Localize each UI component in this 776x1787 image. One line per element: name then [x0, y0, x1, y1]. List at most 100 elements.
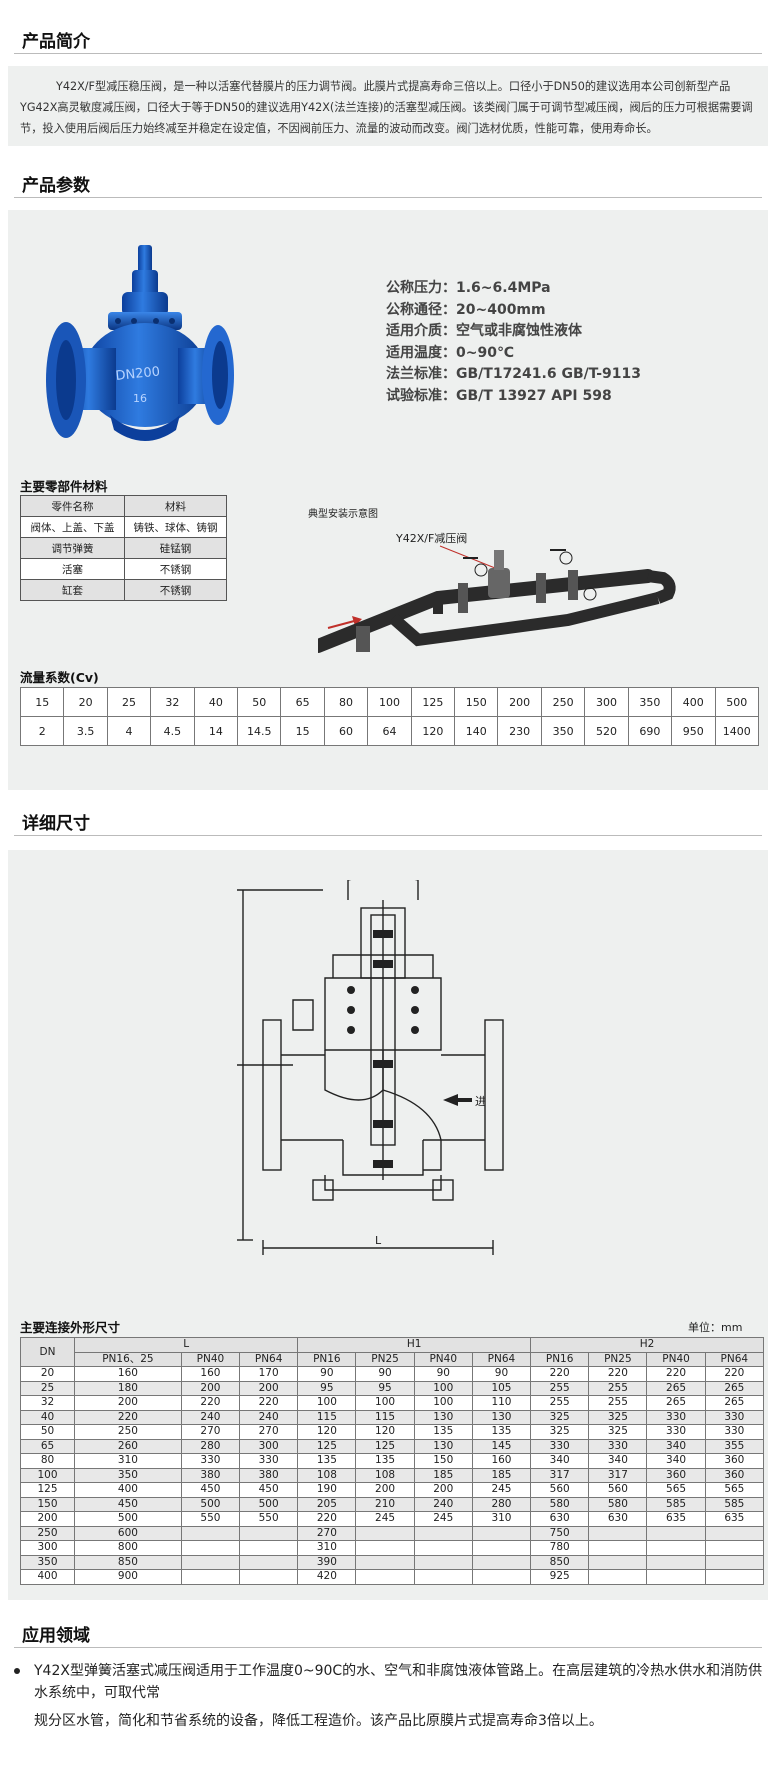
inlet-label: 进: [475, 1095, 486, 1108]
table-cell: 80: [20, 1453, 75, 1469]
table-cell: [588, 1569, 648, 1585]
table-cell: 115: [355, 1409, 415, 1425]
table-cell: 450: [239, 1482, 299, 1498]
table-cell: [646, 1554, 706, 1570]
params-panel: DN200 16 公称压力：1.6~6.4MPa 公称通径：20~400mm 适…: [8, 210, 768, 790]
table-cell: 4: [106, 716, 152, 746]
table-cell: [180, 1540, 241, 1556]
table-cell: 690: [627, 716, 673, 746]
table-cell: 95: [297, 1380, 357, 1396]
table-cell: 4.5: [150, 716, 195, 746]
table-cell: [413, 1540, 473, 1556]
table-cell: 560: [588, 1482, 648, 1498]
table-cell: [471, 1569, 532, 1585]
table-row: 活塞 不锈钢: [20, 558, 227, 580]
table-cell: 950: [671, 716, 716, 746]
table-header-cell: PN16、25: [74, 1351, 182, 1367]
table-header-cell: PN64: [471, 1351, 532, 1367]
table-cell: 95: [355, 1380, 415, 1396]
table-cell: 270: [239, 1424, 299, 1440]
table-header-cell: L: [73, 1337, 299, 1353]
table-header-cell: PN16: [530, 1351, 590, 1367]
table-cell: [355, 1525, 415, 1541]
table-cell: [471, 1540, 532, 1556]
materials-table: 零件名称 材料 阀体、上盖、下盖 铸铁、球体、铸钢 调节弹簧 硅锰钢 活塞 不锈…: [20, 495, 227, 601]
table-cell: 325: [588, 1409, 648, 1425]
table-cell: 105: [471, 1380, 532, 1396]
table-cell: [704, 1569, 765, 1585]
table-cell: 100: [413, 1380, 473, 1396]
table-cell: 310: [471, 1511, 532, 1527]
table-cell: [646, 1569, 706, 1585]
table-cell: 520: [584, 716, 629, 746]
table-cell: 255: [530, 1395, 590, 1411]
table-cell: 20: [63, 687, 108, 717]
table-cell: 135: [413, 1424, 473, 1440]
param-row: 公称压力：1.6~6.4MPa: [386, 280, 551, 296]
table-cell: 110: [471, 1395, 532, 1411]
table-cell: 不锈钢: [124, 558, 227, 580]
table-cell: 220: [646, 1366, 706, 1382]
table-cell: 635: [704, 1511, 765, 1527]
table-cell: 64: [367, 716, 412, 746]
table-cell: 340: [646, 1453, 706, 1469]
table-cell: [646, 1525, 706, 1541]
table-cell: [471, 1525, 532, 1541]
table-header-cell: 零件名称: [20, 495, 125, 517]
table-cell: 390: [297, 1554, 357, 1570]
table-cell: 925: [530, 1569, 590, 1585]
table-cell: 15: [19, 687, 65, 717]
table-cell: 160: [180, 1366, 241, 1382]
table-cell: 200: [20, 1511, 75, 1527]
table-cell: 340: [588, 1453, 648, 1469]
table-cell: 150: [413, 1453, 473, 1469]
intro-text: Y42X/F型减压稳压阀，是一种以活塞代替膜片的压力调节阀。此膜片式提高寿命三倍…: [20, 80, 753, 135]
table-cell: 280: [471, 1496, 532, 1512]
table-cell: 200: [180, 1380, 241, 1396]
table-cell: 350: [20, 1554, 75, 1570]
table-cell: 145: [471, 1438, 532, 1454]
intro-section-title: 产品简介: [22, 32, 90, 52]
table-cell: 270: [180, 1424, 241, 1440]
table-cell: 450: [180, 1482, 241, 1498]
install-caption: 典型安装示意图: [308, 509, 378, 520]
table-cell: 400: [74, 1482, 182, 1498]
install-diagram: Y42X/F减压阀: [318, 531, 676, 653]
table-cell: 240: [239, 1409, 299, 1425]
table-cell: 150: [454, 687, 499, 717]
table-cell: 220: [74, 1409, 182, 1425]
table-cell: 250: [74, 1424, 182, 1440]
table-cell: 300: [239, 1438, 299, 1454]
intro-section-header: 产品简介: [0, 18, 776, 58]
table-cell: 255: [588, 1395, 648, 1411]
table-cell: 185: [413, 1467, 473, 1483]
table-cell: 1400: [714, 716, 759, 746]
table-header-cell: H1: [297, 1337, 532, 1353]
table-cell: 125: [297, 1438, 357, 1454]
table-cell: 330: [588, 1438, 648, 1454]
table-cell: 280: [180, 1438, 241, 1454]
table-cell: 255: [588, 1380, 648, 1396]
table-cell: 135: [471, 1424, 532, 1440]
table-cell: 580: [530, 1496, 590, 1512]
table-cell: 100: [20, 1467, 75, 1483]
divider: [14, 1647, 762, 1648]
dimensions-unit: 单位：mm: [688, 1321, 743, 1334]
param-row: 法兰标准：GB/T17241.6 GB/T-9113: [386, 366, 642, 382]
table-cell: 310: [297, 1540, 357, 1556]
table-cell: 240: [413, 1496, 473, 1512]
valve-product-image: DN200 16: [46, 245, 234, 441]
table-cell: 50: [237, 687, 282, 717]
table-cell: 245: [355, 1511, 415, 1527]
table-cell: 450: [74, 1496, 182, 1512]
table-cell: 220: [239, 1395, 299, 1411]
table-header-cell: H2: [530, 1337, 764, 1353]
table-cell: 3.5: [63, 716, 108, 746]
table-cell: 20: [20, 1366, 75, 1382]
